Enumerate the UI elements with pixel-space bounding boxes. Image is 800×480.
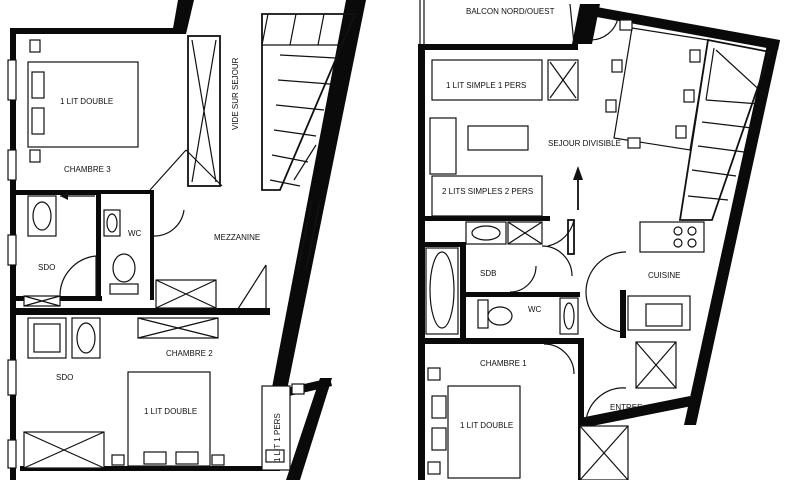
label-balcony: BALCON NORD/OUEST [466,7,555,16]
bed-chambre2 [111,371,225,467]
entrance-door [579,387,629,480]
upper-floor-plan: 1 LIT DOUBLE CHAMBRE 3 VIDE SUR SEJOUR S… [7,0,366,480]
label-entree: ENTREE [610,403,642,412]
label-bed-single-lower: 1 LIT SIMPLE 1 PERS [446,81,526,90]
label-chambre3: CHAMBRE 3 [64,165,111,174]
upper-slanted-windows [297,199,321,271]
label-wc-lower: WC [528,305,542,314]
wc-top-fixtures [103,209,267,313]
sdb-fixtures [425,219,575,335]
label-sdb: SDB [480,269,496,278]
balcony [419,0,575,45]
label-bed-single-upper: 1 LIT 1 PERS [273,413,282,462]
arrow-up-icon [573,166,583,210]
bed-chambre3 [27,39,139,163]
wc-lower-fixtures [477,297,579,375]
sdo-top-fixtures [23,192,97,307]
label-chambre2: CHAMBRE 2 [166,349,213,358]
label-mezzanine: MEZZANINE [214,233,260,242]
bed-single-lower [431,59,579,101]
staircase-upper [261,13,357,191]
label-bed-chambre2: 1 LIT DOUBLE [144,407,197,416]
label-beds-two: 2 LITS SIMPLES 2 PERS [442,187,533,196]
label-sejour: SEJOUR DIVISIBLE [548,139,621,148]
closet-upper [149,35,223,191]
sdo-bottom-fixtures [23,317,219,469]
label-chambre1: CHAMBRE 1 [480,359,527,368]
living-furniture [429,117,529,175]
upper-windows [7,59,17,469]
bed-chambre1 [427,367,521,479]
upper-floor-walls [10,0,366,480]
label-void: VIDE SUR SEJOUR [231,57,240,130]
label-bed-chambre3: 1 LIT DOUBLE [60,97,113,106]
label-cuisine: CUISINE [648,271,680,280]
kitchen [585,221,705,389]
beds-two-lower [431,175,543,217]
dining-table [589,17,709,151]
label-sdo-top: SDO [38,263,55,272]
label-sdo-bottom: SDO [56,373,73,382]
lower-floor-walls [418,4,780,480]
bed-single-upper [261,383,305,471]
staircase-lower [678,38,772,221]
label-bed-chambre1: 1 LIT DOUBLE [460,421,513,430]
lower-floor-plan: BALCON NORD/OUEST 1 LIT SIMPLE 1 PERS SE… [418,0,780,480]
label-wc-top: WC [128,229,142,238]
